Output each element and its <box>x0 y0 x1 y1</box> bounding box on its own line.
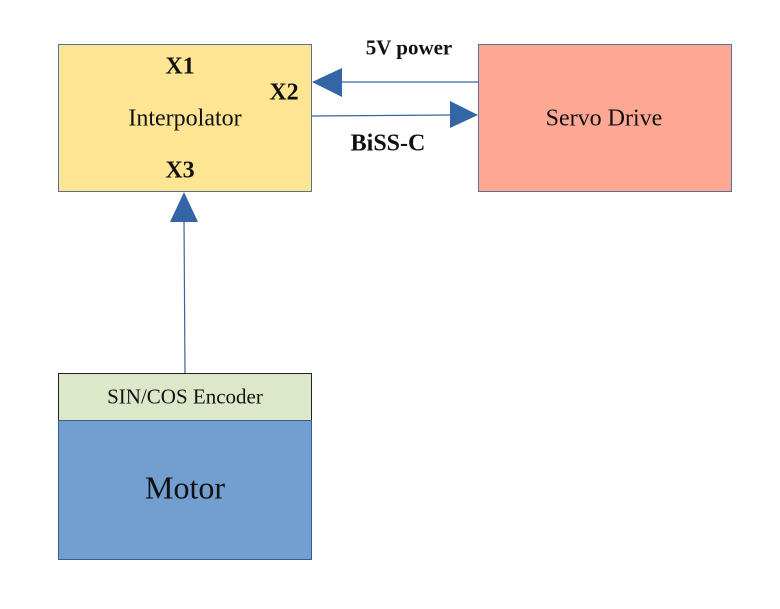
interpolator-label: Interpolator <box>128 105 242 132</box>
port-x1-label: X1 <box>165 53 195 80</box>
biss-arrowhead <box>450 101 478 128</box>
power-connection-label: 5V power <box>365 35 453 60</box>
encoder-line <box>183 219 186 374</box>
servo-drive-label: Servo Drive <box>545 105 663 132</box>
motor-label: Motor <box>145 469 225 506</box>
interpolator-block <box>58 44 312 192</box>
port-x3-label: X3 <box>165 157 195 184</box>
port-x2-label: X2 <box>269 79 299 106</box>
encoder-block <box>58 373 312 421</box>
encoder-arrowhead <box>170 192 198 222</box>
biss-connection-label: BiSS-C <box>350 130 426 157</box>
encoder-label: SIN/COS Encoder <box>107 384 263 409</box>
motor-block <box>58 420 312 560</box>
servo-drive-block <box>478 44 732 192</box>
power-arrowhead <box>312 68 342 97</box>
biss-line <box>311 114 453 117</box>
